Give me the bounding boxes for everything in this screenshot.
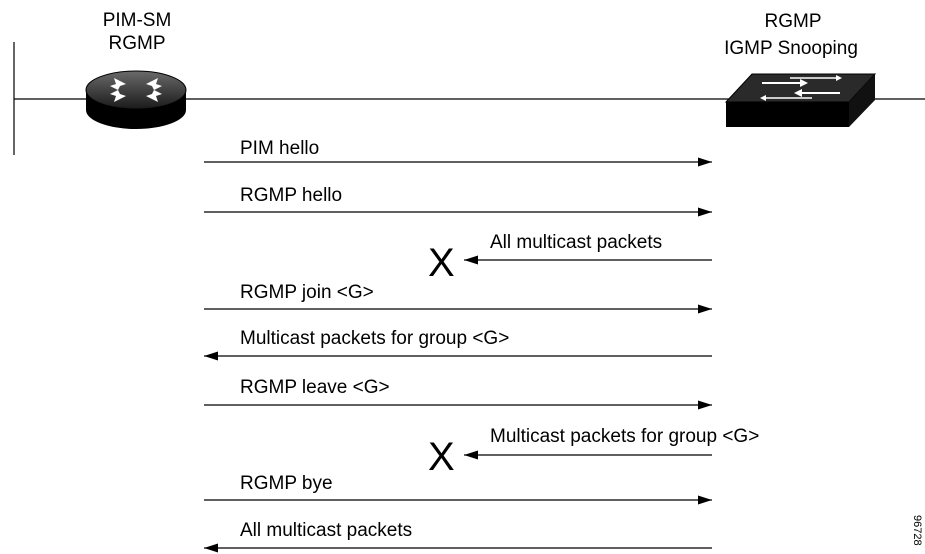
message-arrow [204,495,712,505]
drop-marker-x: X [428,435,455,479]
message-arrow [204,157,712,167]
message-label-rgmp-join: RGMP join <G> [240,282,374,303]
switch-label-line1: RGMP [764,11,822,32]
message-label-multicast-group: Multicast packets for group <G> [240,328,510,349]
message-label-all-multicast-dropped: All multicast packets [490,232,663,253]
router-label-line1: PIM-SM [102,10,172,31]
message-arrow [464,255,712,265]
message-arrow [204,351,712,361]
message-arrow [204,304,712,314]
message-label-all-multicast: All multicast packets [240,520,413,541]
message-arrow [204,543,712,553]
drop-marker-x: X [428,241,455,285]
message-label-pim-hello: PIM hello [240,138,320,159]
message-arrow [464,450,712,460]
message-label-rgmp-bye: RGMP bye [240,473,333,494]
message-label-multicast-group-dropped: Multicast packets for group <G> [490,426,760,447]
figure-id: 96728 [911,515,923,546]
switch-label-line2: IGMP Snooping [724,38,858,59]
message-arrows [204,157,712,553]
message-label-rgmp-leave: RGMP leave <G> [240,377,390,398]
message-arrow [204,207,712,217]
message-arrow [204,400,712,410]
message-label-rgmp-hello: RGMP hello [240,185,343,206]
router-label-line2: RGMP [108,33,166,54]
router-icon [85,70,187,129]
switch-icon [724,73,877,127]
